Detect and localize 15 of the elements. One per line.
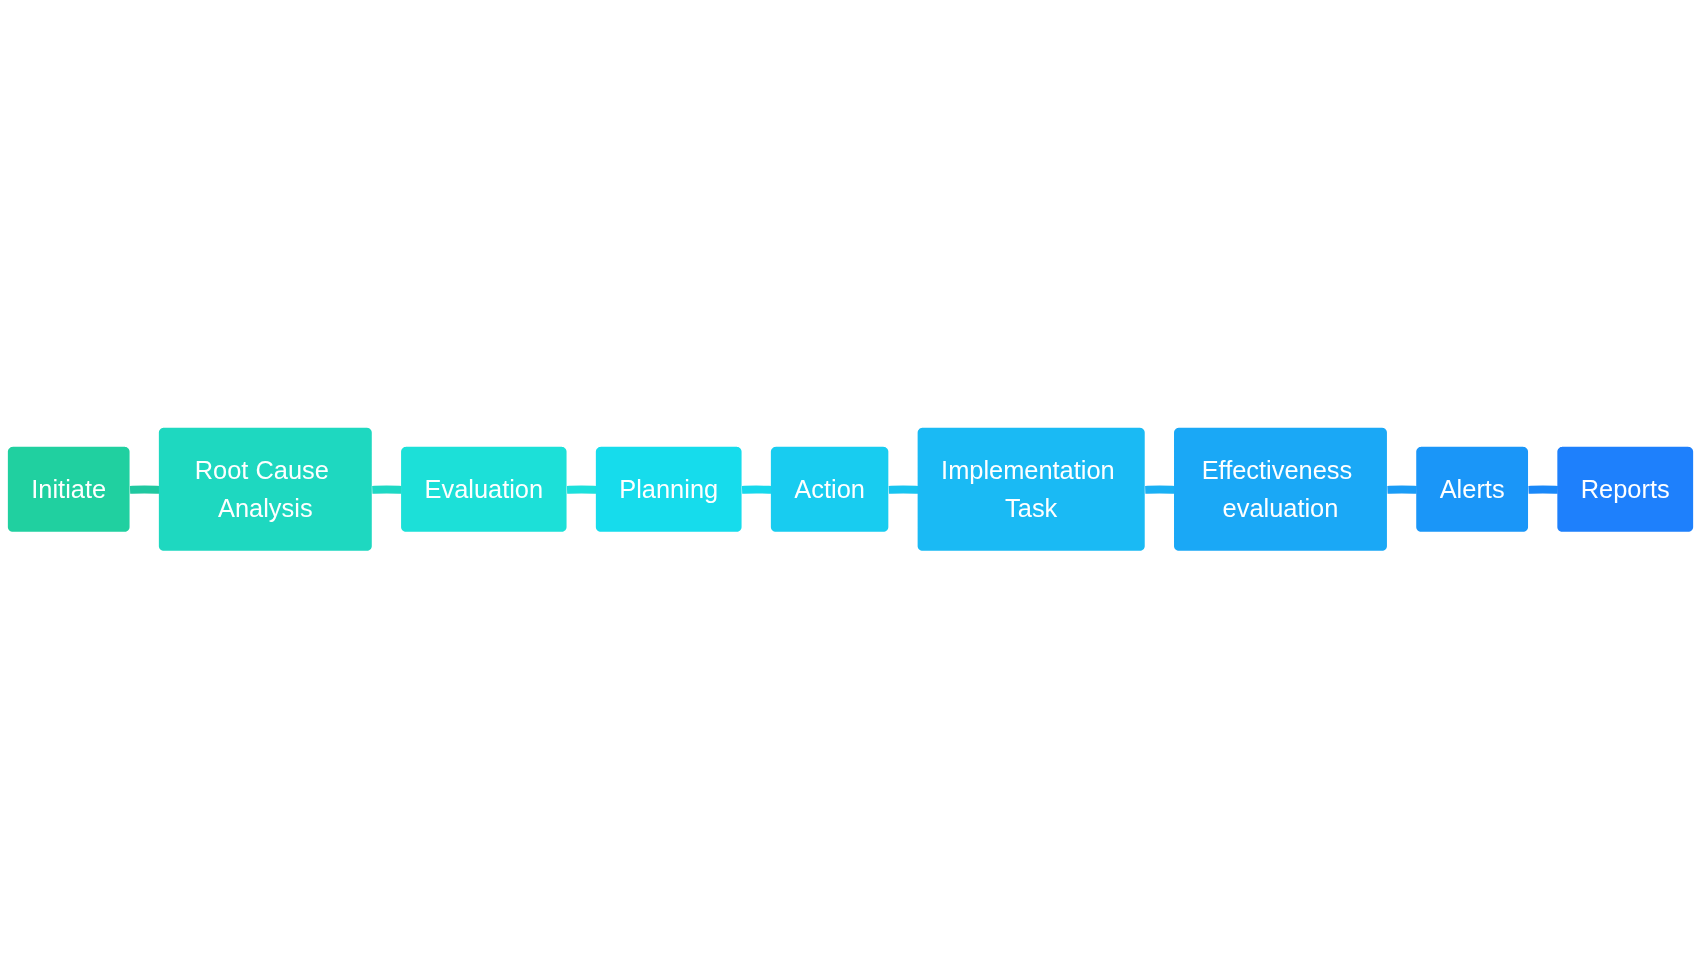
node-box: Action (770, 446, 889, 532)
node-box: Initiate (7, 446, 130, 532)
connector (887, 485, 920, 494)
connector (1143, 485, 1176, 494)
node-box: Alerts (1416, 446, 1529, 532)
node-box: Reports (1557, 446, 1694, 532)
connector (128, 485, 161, 494)
connector (740, 485, 773, 494)
node-box: Implementation Task (917, 427, 1145, 551)
node-box: Planning (595, 446, 742, 532)
node-box: Root Cause Analysis (158, 427, 372, 551)
node-box: Evaluation (401, 446, 567, 532)
connector (565, 485, 598, 494)
connector (370, 485, 403, 494)
node-box: Effectiveness evaluation (1174, 427, 1387, 551)
